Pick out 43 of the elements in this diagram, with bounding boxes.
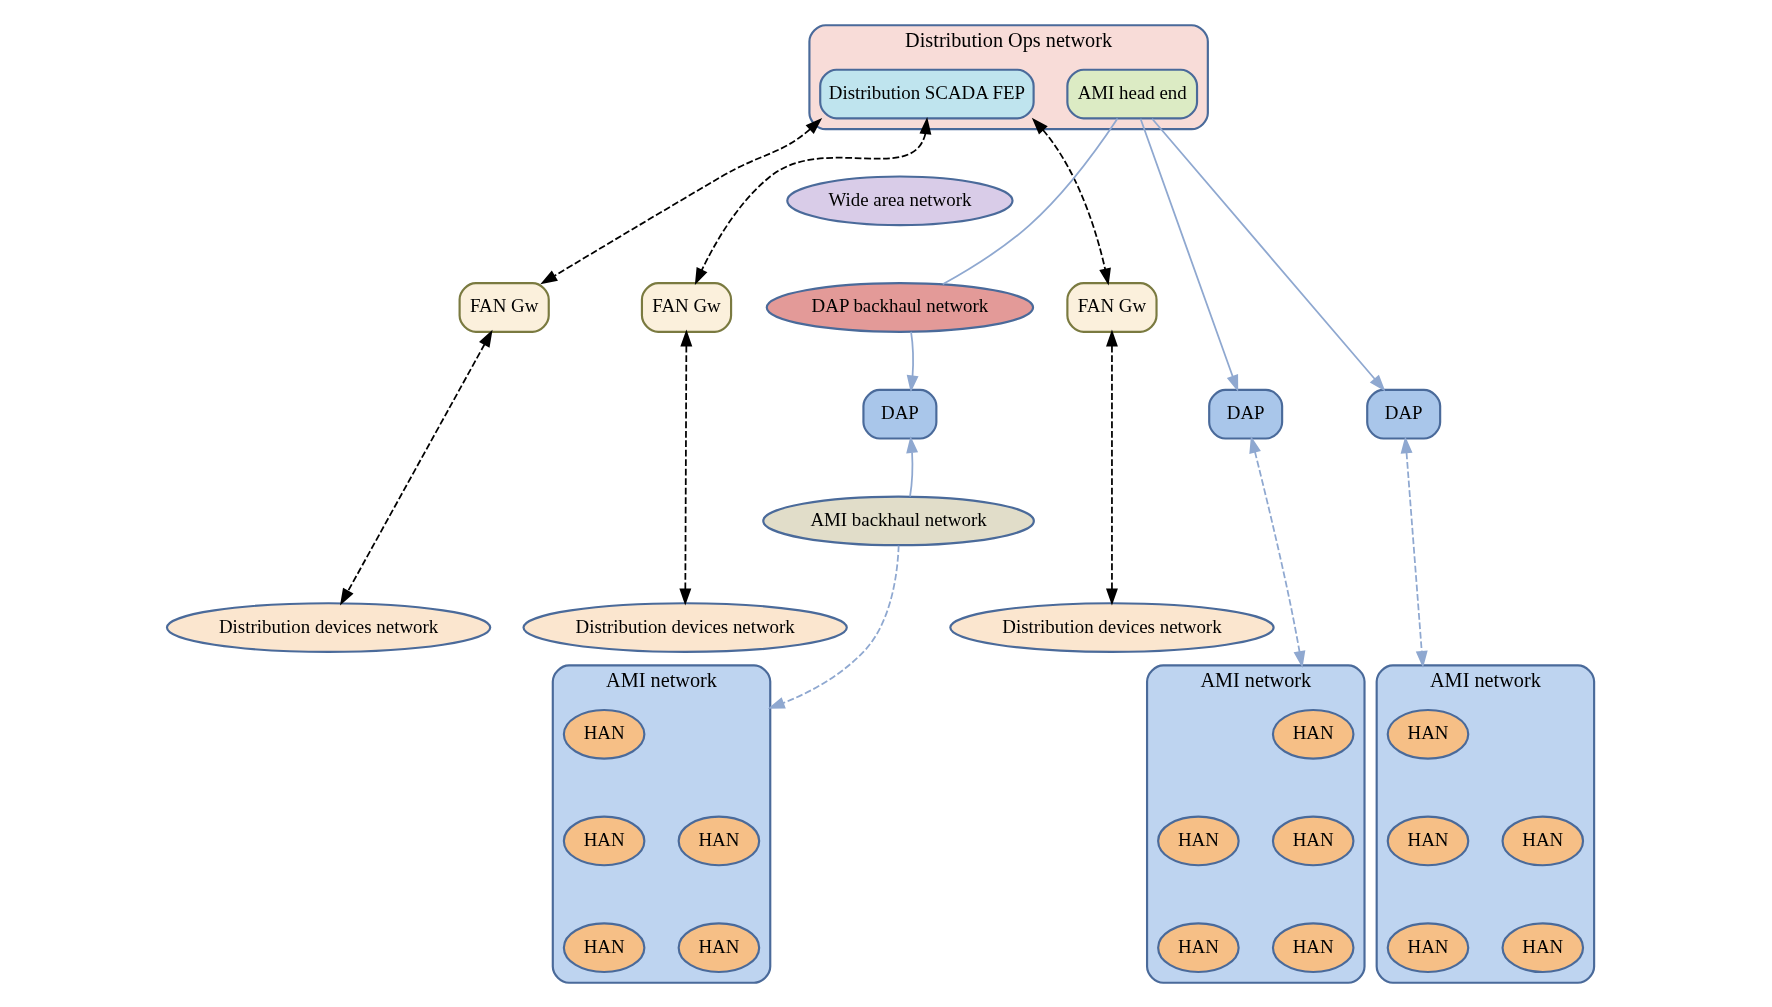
- node-ellipse: HAN: [1501, 921, 1585, 973]
- node-box: AMI head end: [1066, 68, 1199, 119]
- node-ellipse: HAN: [1157, 815, 1240, 866]
- arrow: [1151, 117, 1386, 391]
- node-ellipse: HAN: [1386, 815, 1470, 866]
- node-box: FAN Gw: [640, 281, 733, 333]
- node-ellipse: DAP backhaul network: [765, 281, 1035, 333]
- node-ellipse: HAN: [1501, 815, 1585, 866]
- node-ellipse: HAN: [677, 921, 761, 973]
- arrow: [906, 330, 919, 392]
- arrow: [767, 544, 900, 709]
- node-ellipse: HAN: [562, 708, 646, 760]
- node-ellipse: HAN: [562, 815, 646, 866]
- node-ellipse: HAN: [1386, 921, 1470, 973]
- arrow: [906, 435, 919, 497]
- arrow: [1249, 435, 1306, 668]
- node-ellipse: Distribution devices network: [949, 601, 1275, 653]
- node-box: Distribution SCADA FEP: [819, 68, 1035, 119]
- arrow: [340, 329, 493, 606]
- node-ellipse: HAN: [1271, 815, 1355, 866]
- arrow: [1105, 329, 1118, 605]
- node-box: DAP: [1208, 388, 1284, 440]
- node-box: FAN Gw: [1066, 281, 1158, 333]
- node-box: DAP: [1366, 388, 1442, 440]
- connector: [941, 117, 1119, 285]
- arrow: [1031, 117, 1111, 286]
- node-ellipse: Wide area network: [786, 174, 1014, 226]
- node-ellipse: HAN: [1157, 921, 1240, 973]
- node-ellipse: HAN: [1271, 708, 1355, 760]
- node-box: FAN Gw: [458, 281, 550, 333]
- node-ellipse: HAN: [1271, 921, 1355, 973]
- node-ellipse: Distribution devices network: [522, 601, 848, 653]
- node-ellipse: AMI backhaul network: [762, 495, 1035, 546]
- node-ellipse: HAN: [677, 815, 761, 866]
- node-ellipse: HAN: [1386, 708, 1470, 760]
- arrow: [1400, 435, 1428, 668]
- arrow: [540, 117, 823, 284]
- node-ellipse: HAN: [562, 921, 646, 973]
- arrow: [694, 116, 932, 285]
- node-box: DAP: [862, 388, 938, 440]
- arrow: [1139, 117, 1239, 392]
- arrow: [679, 329, 693, 605]
- node-ellipse: Distribution devices network: [165, 601, 492, 653]
